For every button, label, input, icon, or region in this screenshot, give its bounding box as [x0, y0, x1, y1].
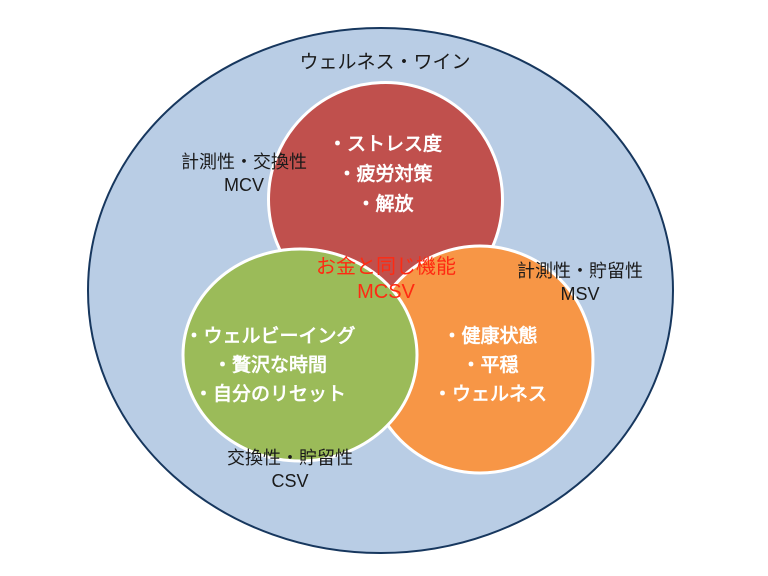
green-item-self-reset: ・自分のリセット: [193, 384, 347, 405]
label-csv: 交換性・貯留性 CSV: [227, 447, 353, 493]
label-mcv-line1: 計測性・交換性: [181, 152, 307, 172]
center-label-mcsv: お金と同じ機能 MCSV: [316, 255, 456, 305]
label-msv: 計測性・貯留性 MSV: [517, 260, 643, 306]
label-csv-line2: CSV: [271, 471, 309, 491]
label-csv-line1: 交換性・貯留性: [227, 448, 353, 468]
label-mcv-line2: MCV: [224, 175, 264, 195]
center-label-line1: お金と同じ機能: [316, 256, 456, 278]
orange-circle-items: ・健康状態 ・平穏 ・ウェルネス: [433, 322, 547, 409]
label-mcv: 計測性・交換性 MCV: [181, 151, 307, 197]
green-item-luxury-time: ・贅沢な時間: [212, 355, 328, 376]
diagram-title: ウェルネス・ワイン: [299, 52, 471, 73]
orange-item-wellness: ・ウェルネス: [432, 384, 548, 405]
red-item-release: ・解放: [356, 194, 414, 215]
red-item-stress: ・ストレス度: [327, 134, 443, 155]
red-circle-items: ・ストレス度 ・疲労対策 ・解放: [328, 130, 442, 220]
orange-item-health: ・健康状態: [442, 326, 538, 347]
label-msv-line2: MSV: [560, 284, 600, 304]
center-label-line2: MCSV: [357, 281, 415, 303]
green-circle-csv: [181, 247, 419, 463]
green-circle-items: ・ウェルビーイング ・贅沢な時間 ・自分のリセット: [184, 322, 355, 409]
red-item-fatigue: ・疲労対策: [337, 164, 433, 185]
orange-item-calm: ・平穏: [461, 355, 519, 376]
green-item-wellbeing: ・ウェルビーイング: [184, 326, 356, 347]
label-msv-line1: 計測性・貯留性: [517, 261, 643, 281]
